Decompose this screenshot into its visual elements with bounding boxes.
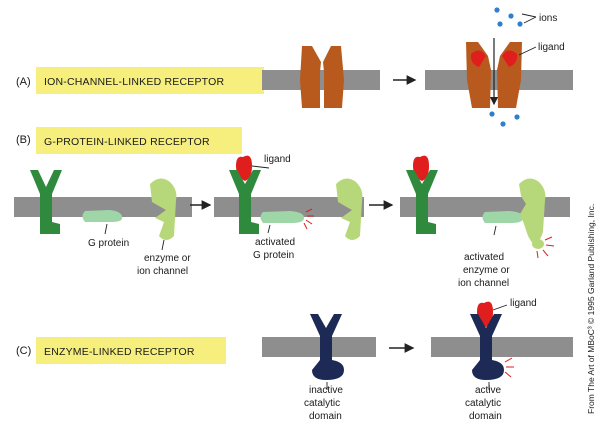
activated-g-leader <box>267 224 271 234</box>
enzyme-2 <box>336 178 363 240</box>
activated-enzyme-label-2: enzyme or <box>463 265 510 276</box>
ligand-a-leader <box>518 46 537 56</box>
ligand-a <box>470 50 518 67</box>
activation-sparks-3 <box>504 357 514 378</box>
ligand-b-label: ligand <box>264 154 291 165</box>
g-receptor-2 <box>229 170 261 234</box>
ligand-b-leader <box>251 165 270 169</box>
g-protein-1 <box>82 210 123 222</box>
activated-enzyme-leader <box>493 225 497 236</box>
g-protein-label: G protein <box>88 238 129 249</box>
enzyme-label-2: ion channel <box>137 266 188 277</box>
ions-leader-1 <box>521 13 537 18</box>
section-b-title-box <box>36 127 242 154</box>
g-protein-3 <box>482 211 524 223</box>
ions-leader-2 <box>523 16 537 24</box>
active-label-1: active <box>475 385 502 396</box>
membrane-b1 <box>14 197 192 217</box>
inactive-label-3: domain <box>309 411 342 422</box>
credit-line: From The Art of MBoC³ © 1995 Garland Pub… <box>586 204 596 414</box>
section-a-title: ION-CHANNEL-LINKED RECEPTOR <box>44 76 224 88</box>
section-b-marker: (B) <box>16 134 31 146</box>
activated-g-label-2: G protein <box>253 250 294 261</box>
active-label-2: catalytic <box>465 398 501 409</box>
membrane-a1 <box>262 70 380 90</box>
enzyme-3 <box>519 178 546 249</box>
membrane-b2 <box>214 197 364 217</box>
activation-sparks-2 <box>536 236 555 259</box>
section-a-title-box <box>36 67 264 94</box>
section-b-title: G-PROTEIN-LINKED RECEPTOR <box>44 136 210 148</box>
ion-channel-closed <box>300 46 344 108</box>
ligand-b3 <box>413 155 429 181</box>
activated-enzyme-label-1: activated <box>464 252 504 263</box>
membrane-c1 <box>262 337 376 357</box>
section-c-title: ENZYME-LINKED RECEPTOR <box>44 346 195 358</box>
ligand-b <box>236 155 252 181</box>
enzyme-receptor-inactive <box>310 314 344 380</box>
active-label-3: domain <box>469 411 502 422</box>
membrane-c2 <box>431 337 573 357</box>
ligand-c-label: ligand <box>510 298 537 309</box>
section-a-marker: (A) <box>16 76 31 88</box>
enzyme-leader <box>161 239 165 251</box>
g-receptor-1 <box>30 170 62 234</box>
ions-dots <box>489 7 523 127</box>
enzyme-label-1: enzyme or <box>144 253 191 264</box>
activation-sparks-1 <box>303 208 314 230</box>
inactive-label-1: inactive <box>309 385 343 396</box>
ligand-a-label: ligand <box>538 42 565 53</box>
section-c-title-box <box>36 337 226 364</box>
enzyme-receptor-active <box>470 314 504 380</box>
activated-g-label-1: activated <box>255 237 295 248</box>
section-c-marker: (C) <box>16 345 31 357</box>
enzyme-1 <box>150 178 177 240</box>
g-protein-2 <box>260 211 305 223</box>
ions-label: ions <box>539 13 557 24</box>
g-receptor-3 <box>406 170 438 234</box>
inactive-label-2: catalytic <box>304 398 340 409</box>
ligand-c-leader <box>492 304 508 311</box>
g-protein-leader <box>104 223 108 235</box>
activated-enzyme-label-3: ion channel <box>458 278 509 289</box>
